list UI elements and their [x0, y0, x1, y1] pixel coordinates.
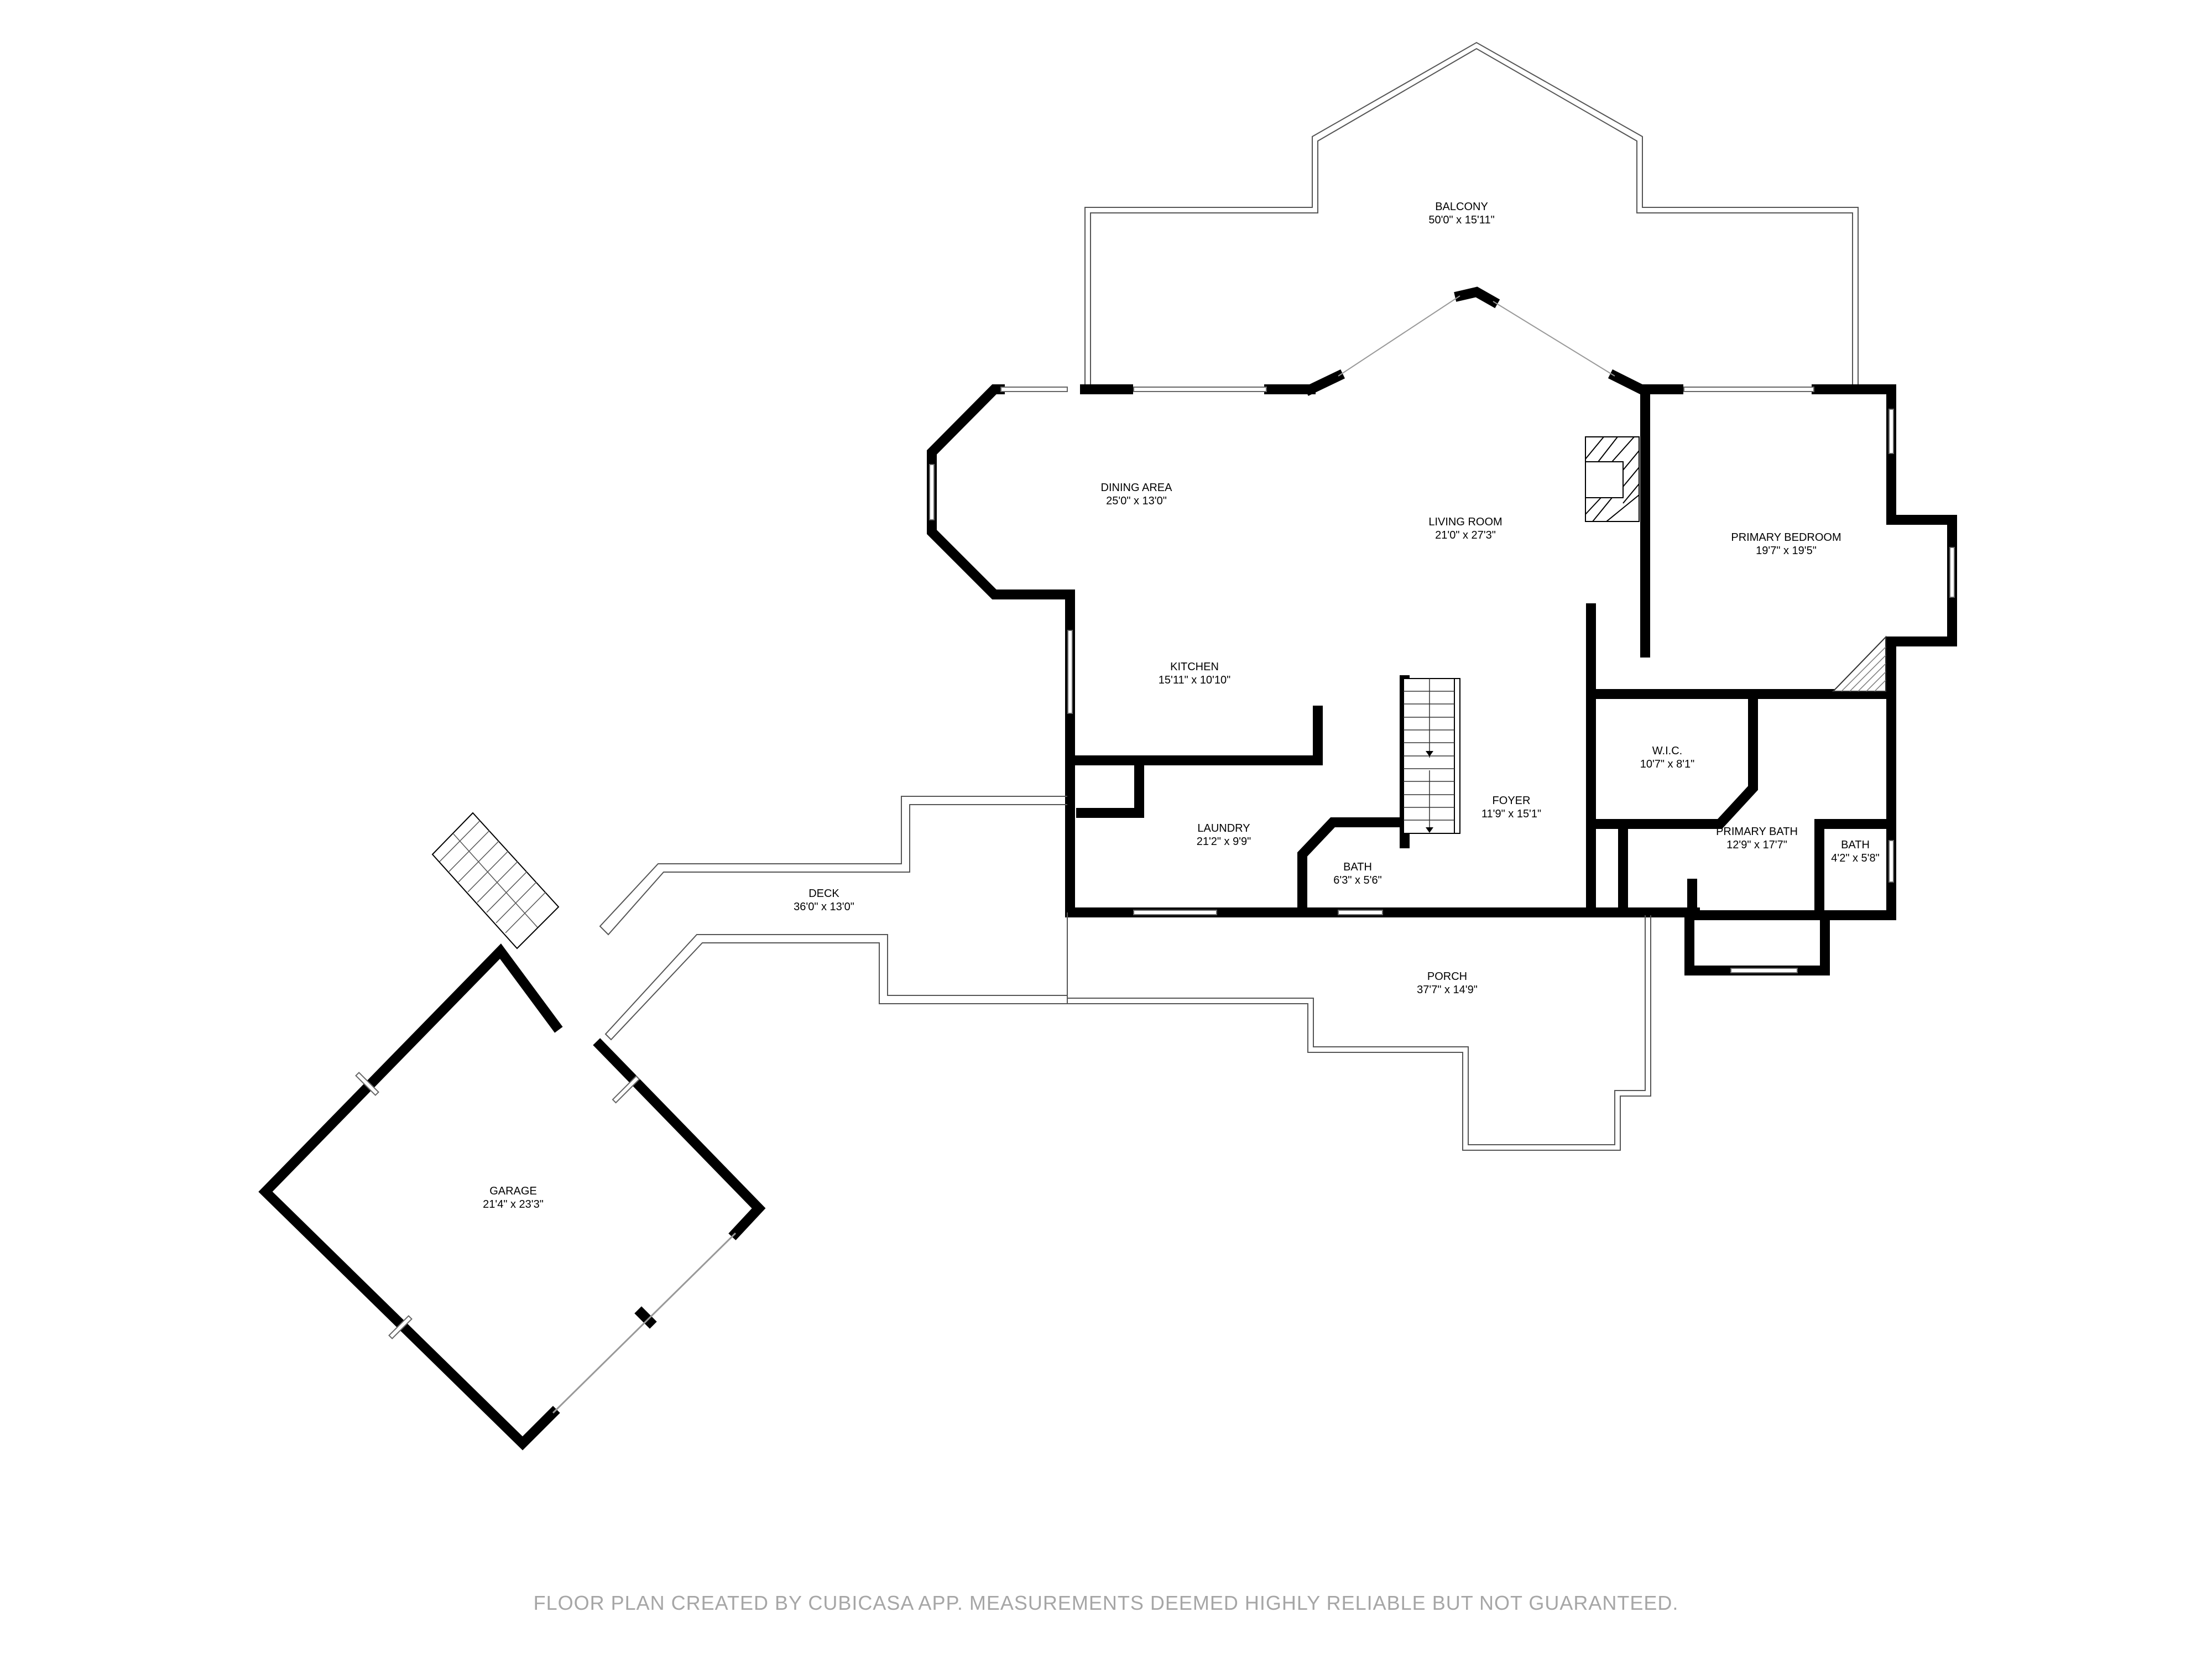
room-kitchen: KITCHEN 15'11" x 10'10" — [1159, 660, 1230, 687]
room-dimensions: 19'7" x 19'5" — [1756, 545, 1817, 557]
room-bath-2: BATH 4'2" x 5'8" — [1831, 838, 1879, 865]
room-deck: DECK 36'0" x 13'0" — [794, 887, 854, 914]
room-name: PRIMARY BATH — [1716, 826, 1798, 838]
room-porch: PORCH 37'7" x 14'9" — [1417, 970, 1478, 997]
room-name: BATH — [1841, 839, 1870, 851]
room-name: PRIMARY BEDROOM — [1731, 531, 1841, 544]
room-dimensions: 50'0" x 15'11" — [1428, 214, 1495, 226]
room-dimensions: 36'0" x 13'0" — [794, 901, 854, 913]
room-dimensions: 6'3" x 5'6" — [1333, 874, 1382, 886]
deck-outline — [599, 796, 1068, 1041]
corner-fireplace-icon — [1832, 635, 1886, 692]
room-name: GARAGE — [489, 1185, 537, 1197]
room-dining-area: DINING AREA 25'0" x 13'0" — [1101, 481, 1172, 508]
room-bath-1: BATH 6'3" x 5'6" — [1333, 860, 1381, 887]
room-dimensions: 37'7" x 14'9" — [1417, 984, 1478, 996]
room-name: KITCHEN — [1170, 661, 1219, 673]
room-living-room: LIVING ROOM 21'0" x 27'3" — [1428, 515, 1502, 542]
room-name: W.I.C. — [1652, 745, 1683, 757]
room-name: BATH — [1343, 861, 1372, 873]
room-name: FOYER — [1492, 795, 1531, 807]
room-dimensions: 21'4" x 23'3" — [483, 1198, 544, 1211]
balcony-outline — [1084, 41, 1859, 389]
room-name: LIVING ROOM — [1428, 516, 1503, 528]
room-dimensions: 21'0" x 27'3" — [1435, 529, 1496, 541]
disclaimer-footer: FLOOR PLAN CREATED BY CUBICASA APP. MEAS… — [533, 1592, 1679, 1614]
exterior-staircase-icon — [431, 812, 560, 950]
exterior-walls — [927, 286, 1957, 975]
porch-outline — [1067, 915, 1651, 1151]
room-dimensions: 15'11" x 10'10" — [1158, 674, 1231, 686]
windows — [929, 295, 1955, 973]
room-laundry: LAUNDRY 21'2" x 9'9" — [1197, 822, 1251, 848]
room-name: PORCH — [1427, 971, 1468, 983]
room-dimensions: 10'7" x 8'1" — [1640, 758, 1695, 770]
staircase-icon — [1403, 678, 1460, 834]
room-wic: W.I.C. 10'7" x 8'1" — [1640, 744, 1695, 771]
room-name: BALCONY — [1435, 201, 1488, 213]
room-dimensions: 21'2" x 9'9" — [1196, 836, 1251, 848]
room-dimensions: 25'0" x 13'0" — [1106, 495, 1167, 507]
room-foyer: FOYER 11'9" x 15'1" — [1481, 794, 1541, 821]
room-dimensions: 11'9" x 15'1" — [1481, 808, 1542, 820]
room-name: LAUNDRY — [1197, 822, 1250, 834]
room-name: DECK — [808, 888, 839, 900]
room-garage: GARAGE 21'4" x 23'3" — [483, 1185, 544, 1211]
room-name: DINING AREA — [1100, 482, 1172, 494]
fireplace-icon — [1585, 436, 1640, 522]
garage-walls — [258, 943, 766, 1451]
room-balcony: BALCONY 50'0" x 15'11" — [1428, 200, 1494, 227]
room-dimensions: 4'2" x 5'8" — [1831, 852, 1880, 864]
room-dimensions: 12'9" x 17'7" — [1726, 839, 1787, 851]
room-primary-bath: PRIMARY BATH 12'9" x 17'7" — [1716, 825, 1798, 852]
room-primary-bedroom: PRIMARY BEDROOM 19'7" x 19'5" — [1731, 531, 1841, 557]
